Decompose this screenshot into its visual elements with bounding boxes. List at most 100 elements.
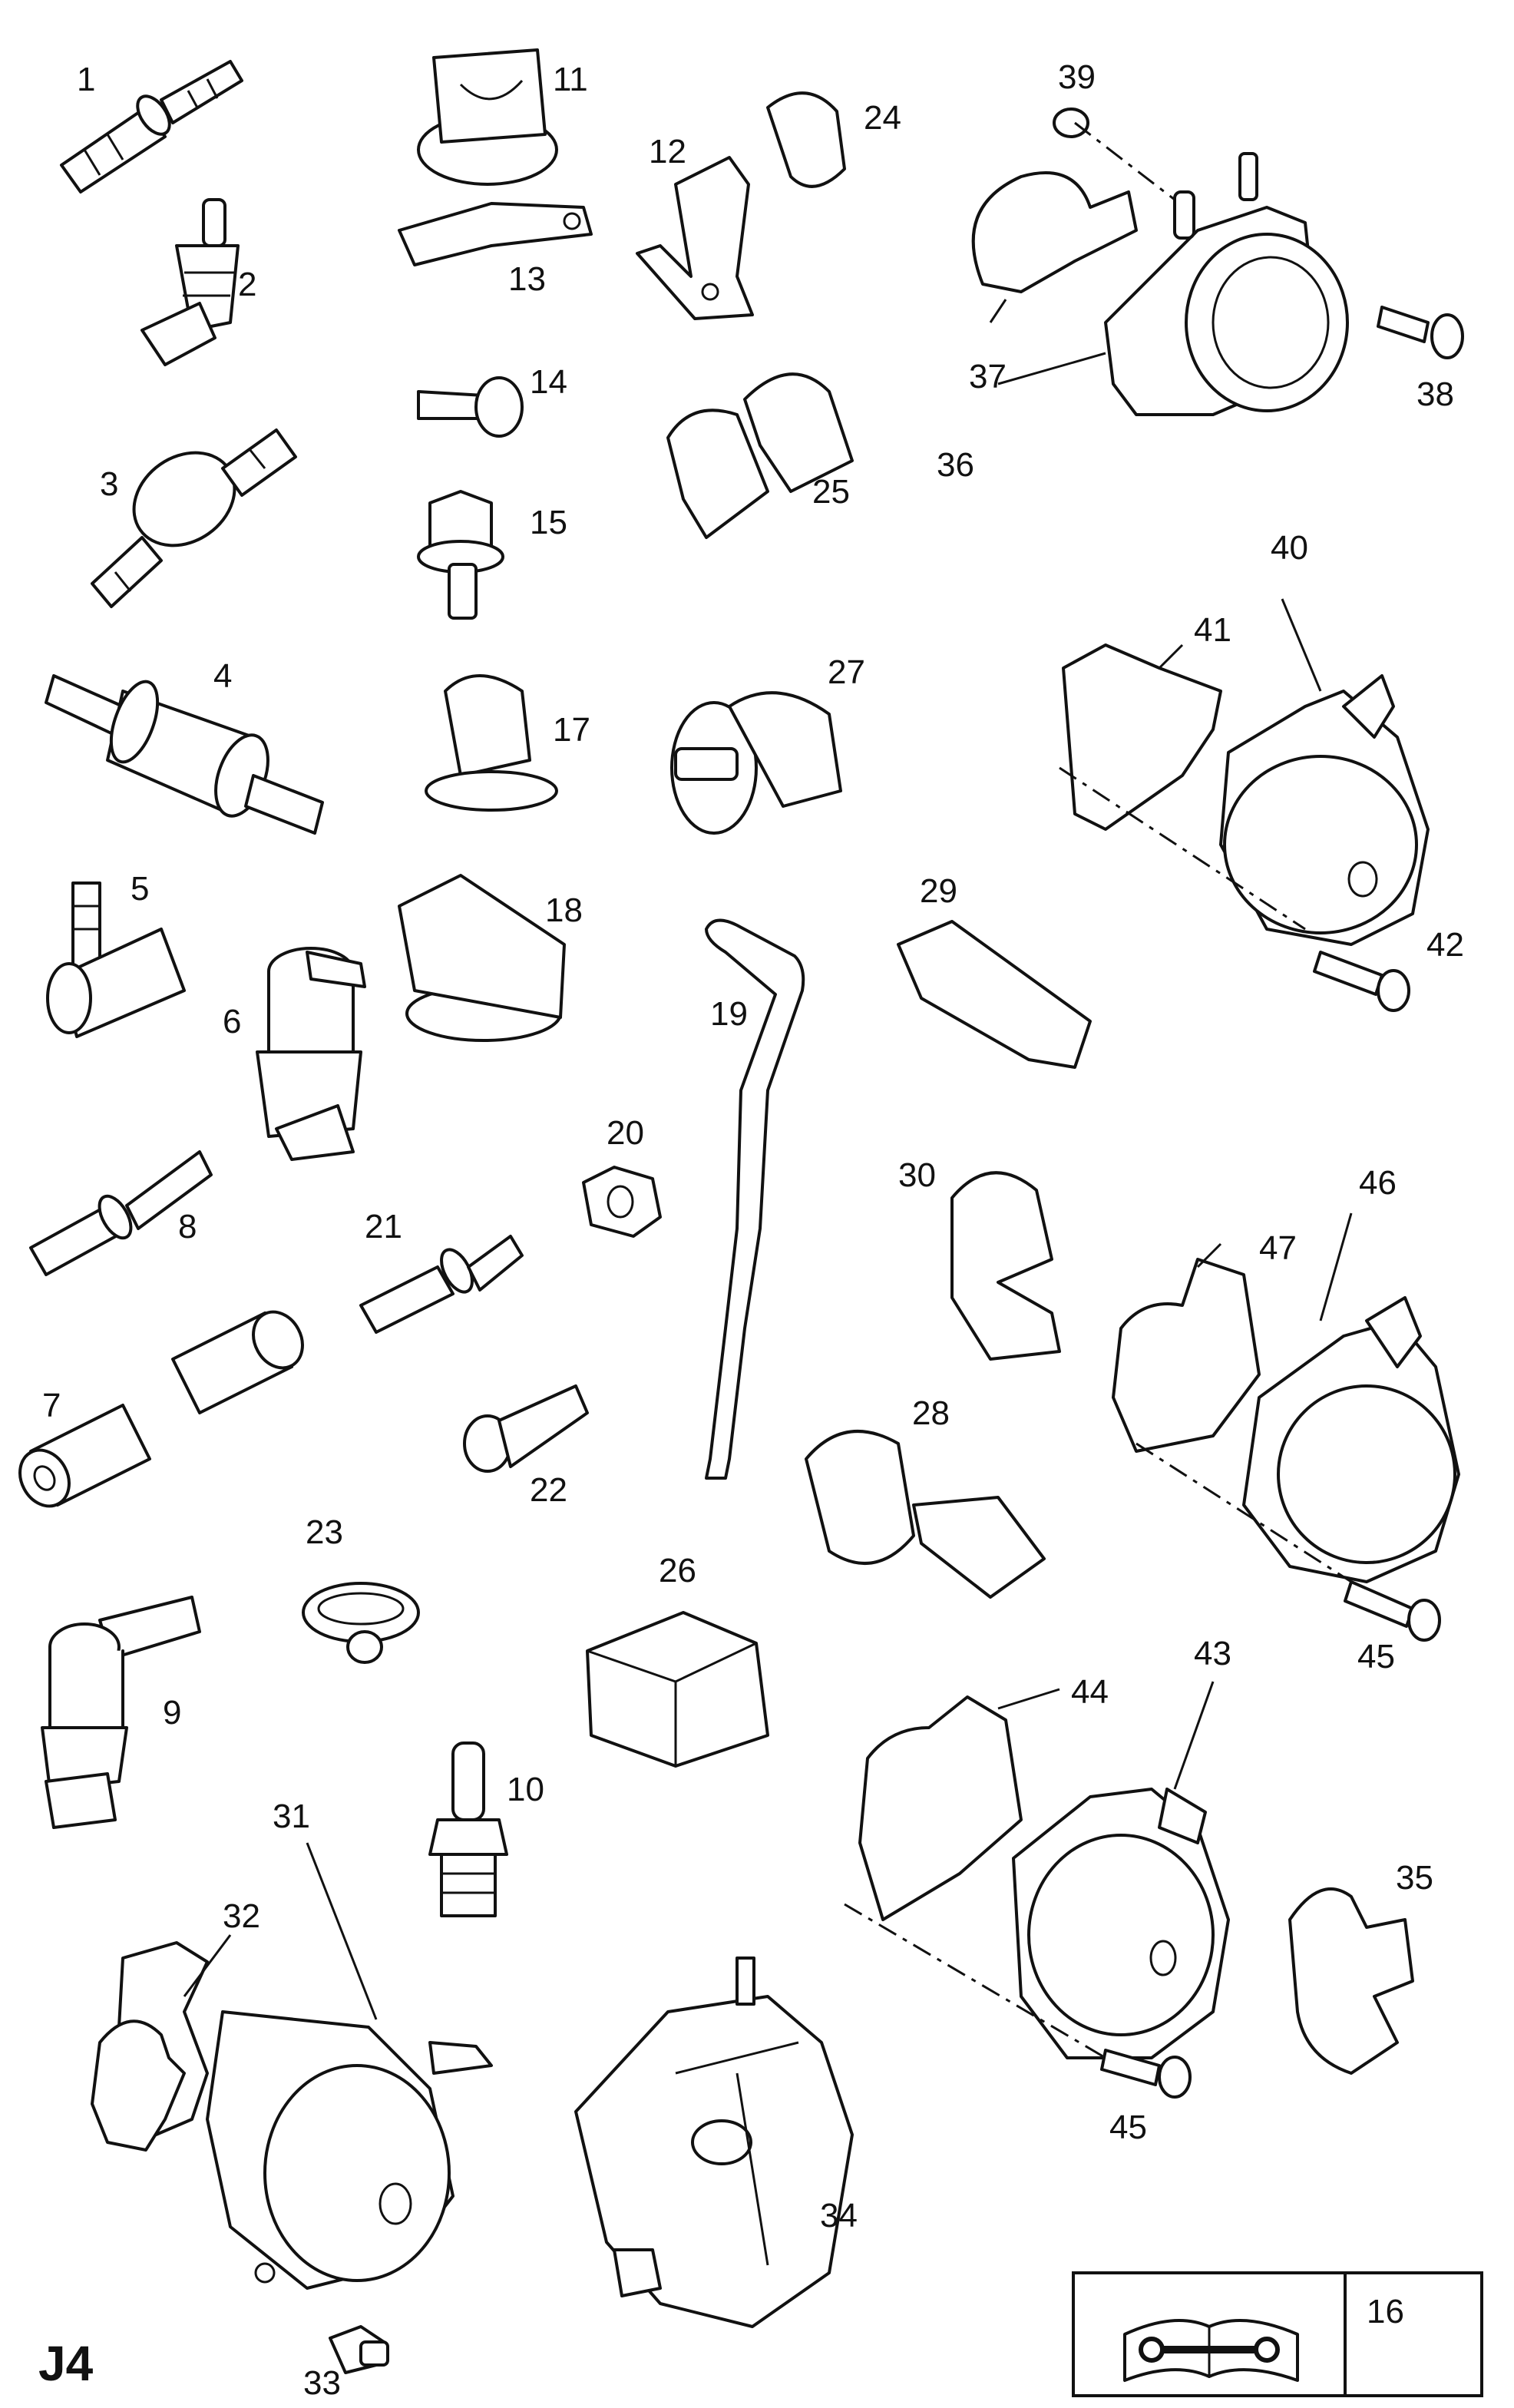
callout-1: 1 [77,61,95,98]
part-15-bolt [417,490,504,620]
callout-41: 41 [1194,611,1231,649]
callout-32: 32 [223,1897,260,1935]
part-14-screw [417,376,524,438]
callout-45: 45 [1357,1638,1395,1675]
part-2-quick-connector [140,198,240,366]
part-1-hose-connector [60,60,243,194]
callout-28: 28 [912,1394,950,1432]
callout-10: 10 [507,1771,544,1808]
part-47-gasket [1112,1258,1261,1453]
callout-16: 16 [1367,2293,1404,2330]
callout-26: 26 [659,1552,696,1589]
part-6-quick-connector [256,947,366,1161]
part-39-cap [1053,108,1089,138]
part-43-vacuum-pump [1012,1788,1230,2059]
part-46-vacuum-pump [1242,1296,1460,1583]
callout-40: 40 [1271,529,1308,567]
callout-14: 14 [530,363,567,401]
callout-11: 11 [553,61,588,98]
part-42-bolt [1313,951,1410,1012]
part-24-clip [766,91,846,188]
leader-lines [183,299,1353,2020]
callout-24: 24 [864,99,901,137]
assembly-lines [844,121,1352,2059]
callout-4: 4 [213,657,232,695]
callout-9: 9 [163,1694,181,1732]
callout-15: 15 [530,504,567,541]
callout-23: 23 [306,1513,343,1551]
callout-6: 6 [223,1003,241,1040]
part-9-quick-connector [41,1596,201,1829]
part-21-connector [359,1235,524,1334]
callout-27: 27 [828,653,865,691]
part-45-bolt-lower [1100,2049,1192,2099]
part-36-vacuum-pump [1104,152,1349,416]
part-8-hose-connector [29,1150,213,1276]
part-38-bolt [1377,306,1464,359]
part-44-gasket [858,1695,1023,1921]
callout-38: 38 [1416,375,1454,413]
callout-17: 17 [553,711,590,749]
section-code: J4 [38,2336,94,2391]
callout-12: 12 [649,133,686,170]
callout-45-lower: 45 [1109,2109,1147,2146]
callout-31: 31 [273,1798,310,1835]
part-30-clip [950,1171,1061,1361]
part-18-clip [398,874,566,1042]
callout-20: 20 [607,1114,644,1152]
callout-33: 33 [303,2364,341,2402]
callout-18: 18 [545,891,583,929]
callout-19: 19 [710,995,748,1033]
part-13-bracket [398,202,593,266]
callout-13: 13 [508,260,546,298]
part-32-gasket [91,2019,186,2152]
callout-29: 29 [920,872,957,910]
callout-42: 42 [1426,926,1464,964]
callout-25: 25 [812,473,850,511]
part-33-bolt [329,2325,389,2374]
callouts: 1 2 3 4 5 6 7 8 9 10 11 12 13 14 15 16 1… [42,58,1464,2402]
callout-7: 7 [42,1387,61,1424]
part-7-rubber-sleeves [18,1310,304,1508]
part-40-vacuum-pump [1219,674,1430,946]
part-29-clip [897,920,1092,1069]
part-11-clip [417,48,558,186]
part-4-check-valve [45,674,324,835]
part-45-bolt [1344,1580,1441,1642]
callout-43: 43 [1194,1635,1231,1672]
part-31-vacuum-pump [114,1941,493,2290]
part-20-nut [582,1166,662,1238]
part-37-gasket [971,171,1138,293]
part-35-clip [1288,1887,1414,2075]
part-5-elbow-connector [46,882,186,1038]
callout-34: 34 [820,2197,858,2234]
callout-46: 46 [1359,1164,1397,1202]
legend-box [1072,2271,1483,2397]
part-34-vacuum-pump [574,1957,854,2328]
callout-8: 8 [178,1208,197,1245]
part-10-connector-pin [428,1742,508,1917]
callout-30: 30 [898,1156,936,1194]
callout-47: 47 [1259,1229,1297,1267]
part-17-clip [425,674,558,812]
part-22-connector [463,1384,589,1473]
part-41-gasket [1062,643,1222,831]
part-25-double-clip [666,372,854,539]
callout-36: 36 [937,446,974,484]
part-3-check-valve [91,428,297,608]
part-26-clip-block [586,1611,769,1768]
callout-2: 2 [238,266,256,303]
callout-39: 39 [1058,58,1096,96]
callout-5: 5 [131,870,149,908]
callout-3: 3 [100,465,118,503]
callout-37: 37 [969,358,1007,395]
callout-44: 44 [1071,1673,1109,1711]
callout-22: 22 [530,1471,567,1509]
callout-21: 21 [365,1208,402,1245]
part-23-hose-clamp [302,1582,420,1664]
part-28-clip [805,1430,1046,1599]
part-27-clip [670,691,842,835]
part-12-bracket [636,156,754,320]
callout-35: 35 [1396,1859,1433,1897]
